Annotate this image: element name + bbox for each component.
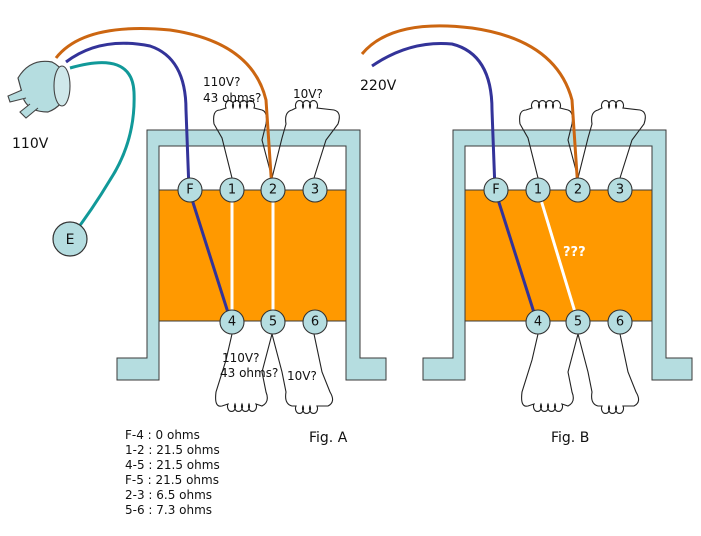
fig-a-terminal-6-label: 6 bbox=[311, 315, 319, 330]
fig-b-terminal-2-label: 2 bbox=[574, 183, 582, 198]
fig-b-frame bbox=[422, 129, 693, 381]
reading-item: 2-3 : 6.5 ohms bbox=[125, 488, 213, 502]
fig-a-terminal-f bbox=[177, 177, 203, 203]
fig-a-bottom-coil-left bbox=[215, 333, 273, 412]
fig-b-live-wire bbox=[360, 24, 580, 191]
fig-a-terminal-3-label: 3 bbox=[311, 183, 319, 198]
fig-b-terminal-3-label: 3 bbox=[616, 183, 624, 198]
resistance-readings: F-4 : 0 ohms 1-2 : 21.5 ohms 4-5 : 21.5 … bbox=[125, 428, 220, 518]
fig-b-terminal-2 bbox=[565, 177, 591, 203]
fig-b-voltage-label: 220V bbox=[360, 78, 397, 94]
fig-b-terminal-6 bbox=[607, 309, 633, 335]
fig-b-terminal-f-label: F bbox=[492, 183, 499, 198]
fig-a-terminal-1-label: 1 bbox=[228, 183, 236, 198]
reading-item: 1-2 : 21.5 ohms bbox=[125, 443, 220, 457]
fig-b-link-1-5 bbox=[536, 189, 580, 323]
plug-icon bbox=[7, 60, 71, 119]
fig-b-terminal-4 bbox=[525, 309, 551, 335]
fig-b-caption: Fig. B bbox=[551, 430, 589, 446]
fig-b-terminal-1-label: 1 bbox=[534, 183, 542, 198]
fig-a-bottom-coil-resistance: 43 ohms? bbox=[220, 366, 278, 380]
fig-b-terminal-3 bbox=[607, 177, 633, 203]
fig-a-core bbox=[158, 189, 347, 322]
fig-b-top-coil-right bbox=[577, 100, 646, 179]
fig-a-top-coil-10v: 10V? bbox=[293, 87, 323, 101]
fig-a-top-coil-voltage: 110V? bbox=[203, 75, 240, 89]
fig-b: ??? 220V F 1 2 3 4 5 6 Fig. B bbox=[360, 24, 693, 446]
reading-item: 4-5 : 21.5 ohms bbox=[125, 458, 220, 472]
fig-a-live-wire bbox=[54, 27, 274, 191]
fig-a-top-coil-resistance: 43 ohms? bbox=[203, 91, 261, 105]
fig-a-terminal-3 bbox=[302, 177, 328, 203]
earth-label: E bbox=[66, 232, 75, 248]
fig-a-bottom-coil-voltage: 110V? bbox=[222, 351, 259, 365]
fig-a-frame bbox=[116, 129, 387, 381]
fig-b-bottom-coil-right bbox=[577, 333, 640, 414]
fig-b-bottom-coil-left bbox=[521, 333, 579, 412]
reading-item: F-5 : 21.5 ohms bbox=[125, 473, 219, 487]
earth-terminal bbox=[52, 221, 88, 257]
fig-a-terminal-2-label: 2 bbox=[269, 183, 277, 198]
fig-a-terminal-f-label: F bbox=[186, 183, 193, 198]
fig-b-terminal-4-label: 4 bbox=[534, 315, 542, 330]
plug-voltage-label: 110V bbox=[12, 136, 49, 152]
fig-a-caption: Fig. A bbox=[309, 430, 348, 446]
fig-a-terminal-6 bbox=[302, 309, 328, 335]
fig-a-terminal-2 bbox=[260, 177, 286, 203]
fig-a: E 110V F 1 2 3 4 5 6 110V? 43 ohms? 10V?… bbox=[7, 27, 387, 446]
fig-b-terminal-6-label: 6 bbox=[616, 315, 624, 330]
fig-a-top-coil-right bbox=[271, 100, 340, 179]
fig-b-top-coil-left bbox=[519, 100, 579, 179]
fig-a-terminal-5-label: 5 bbox=[269, 315, 277, 330]
fig-b-unknown-link-label: ??? bbox=[563, 245, 586, 260]
fig-b-neutral-wire bbox=[371, 42, 539, 323]
reading-item: F-4 : 0 ohms bbox=[125, 428, 200, 442]
fig-a-terminal-4-label: 4 bbox=[228, 315, 236, 330]
fig-a-bottom-coil-right bbox=[271, 333, 334, 414]
fig-b-terminal-5-label: 5 bbox=[574, 315, 582, 330]
fig-a-terminal-5 bbox=[260, 309, 286, 335]
fig-a-terminal-4 bbox=[219, 309, 245, 335]
fig-b-terminal-1 bbox=[525, 177, 551, 203]
fig-b-terminal-5 bbox=[565, 309, 591, 335]
reading-item: 5-6 : 7.3 ohms bbox=[125, 503, 213, 517]
fig-a-bottom-coil-10v: 10V? bbox=[287, 369, 317, 383]
fig-a-earth-wire bbox=[69, 61, 136, 237]
fig-b-terminal-f bbox=[483, 177, 509, 203]
fig-a-top-coil-left bbox=[213, 100, 273, 179]
fig-a-neutral-wire bbox=[65, 41, 233, 323]
fig-a-terminal-1 bbox=[219, 177, 245, 203]
